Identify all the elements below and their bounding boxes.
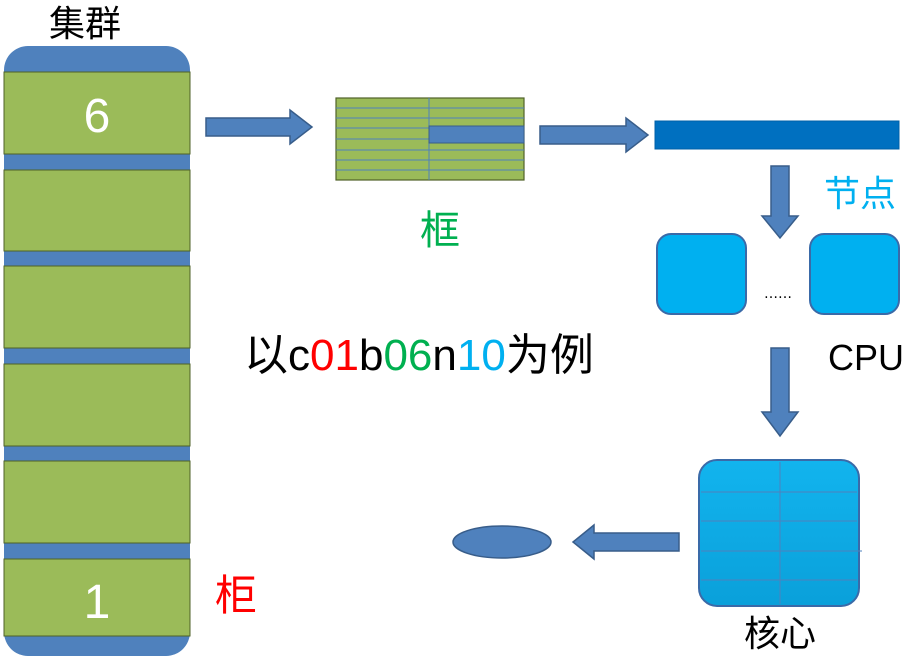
rack-slot-4: [3, 265, 191, 349]
rack-frame-label: 框: [420, 208, 460, 254]
rack-frame: [335, 97, 525, 181]
arrow-down-icon: [760, 165, 800, 240]
cluster-cabinet: 6 1: [3, 46, 191, 656]
example-c: c: [288, 331, 310, 380]
example-b: b: [359, 331, 383, 380]
rack-slot-2: [3, 460, 191, 544]
rack-slot-3: [3, 363, 191, 447]
arrow-right-icon: [539, 116, 650, 154]
cpu-box-1: [656, 233, 747, 315]
example-cabinet-number: 01: [310, 331, 359, 380]
example-node-number: 10: [457, 331, 506, 380]
rack-slot-1: [3, 558, 191, 637]
rack-frame-highlighted-node: [428, 125, 525, 144]
cabinet-label: 柜: [215, 571, 257, 620]
example-prefix: 以: [244, 331, 288, 380]
arrow-left-icon: [571, 523, 680, 561]
core-label: 核心: [744, 614, 816, 655]
rack-number-bottom: 1: [84, 576, 111, 629]
arrow-right-icon: [205, 108, 314, 146]
example-frame-number: 06: [383, 331, 432, 380]
core-block: [698, 459, 862, 607]
rack-slot-6: [3, 71, 191, 155]
example-suffix: 为例: [506, 331, 594, 380]
example-caption: 以c01b06n10为例: [244, 331, 594, 380]
cluster-title: 集群: [49, 4, 121, 45]
cpu-ellipsis: ……: [764, 286, 792, 302]
cpu-box-2: [809, 233, 900, 315]
cabinet-body: [4, 70, 190, 636]
example-n: n: [432, 331, 456, 380]
node-label: 节点: [824, 174, 896, 215]
rack-slot-5: [3, 169, 191, 252]
rack-number-top: 6: [84, 90, 111, 143]
thread-ellipse: [452, 525, 552, 559]
arrow-down-icon: [760, 347, 800, 438]
node-bar: [654, 120, 900, 150]
cpu-label: CPU: [828, 337, 904, 378]
